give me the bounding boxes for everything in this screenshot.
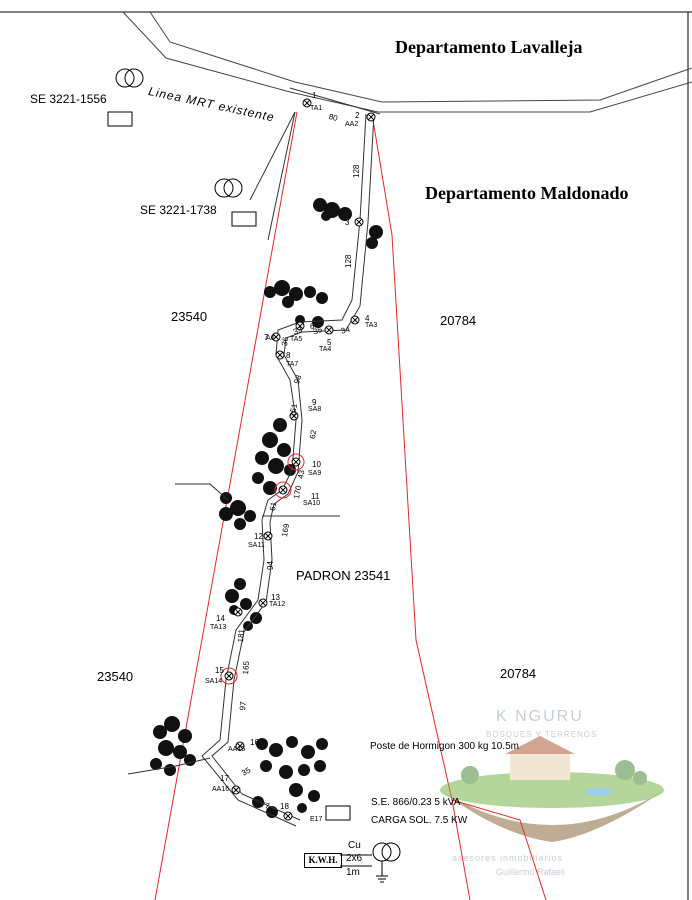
pole-marker-cross (234, 608, 242, 616)
span-length: 165 (241, 660, 252, 675)
pole-marker-cross (264, 532, 272, 540)
pole-code: AA2 (345, 121, 359, 128)
pole-code: TA13 (210, 624, 227, 631)
watermark-brand: K NGURU (496, 708, 584, 725)
substation-label: SE 3221-1556 (30, 92, 107, 106)
pole-number: 4 (365, 314, 370, 323)
pole-highlight-ring (220, 667, 238, 685)
pole-code: AA16 (212, 786, 230, 793)
pole-number: 10 (312, 460, 321, 469)
pole-number: 15 (215, 666, 224, 675)
pole-code: AA15 (228, 746, 246, 753)
pole-marker-cross (232, 786, 240, 794)
pole-marker-cross (276, 351, 284, 359)
pole-code: TA1 (310, 105, 323, 112)
span-length: 61 (268, 501, 279, 512)
pole-number: 18 (280, 802, 289, 811)
pole-number: 8 (286, 351, 291, 360)
pole-marker-cross (325, 326, 333, 334)
pole-code: TA3 (365, 322, 378, 329)
side-lines (127, 483, 340, 775)
pole-code: TA12 (269, 601, 286, 608)
pole-marker-cross (292, 458, 300, 466)
pole-number: 13 (271, 593, 280, 602)
watermark-tagline: BOSQUES Y TERRENOS (486, 730, 598, 739)
padron-label: 20784 (500, 666, 537, 681)
span-length: 62 (308, 429, 319, 440)
pole-marker-cross (351, 316, 359, 324)
pole-number: 5 (327, 338, 332, 347)
pole-marker-cross (296, 322, 304, 330)
pole-marker-cross (355, 218, 363, 226)
meter-size: 2x6 (346, 853, 363, 864)
meter-conductor: Cu (348, 840, 361, 851)
watermark-footer2: Guillermo Rafaeli (496, 867, 566, 877)
substation-symbols (107, 68, 401, 883)
span-length: 36 (280, 336, 291, 347)
span-length: 43 (296, 469, 307, 480)
property-boundaries (154, 111, 547, 900)
pole-marker-cross (236, 742, 244, 750)
pole-number: 1 (312, 91, 317, 100)
pole-spec-note: Poste de Hormigon 300 kg 10.5m (370, 741, 519, 752)
pole-number: 6 (310, 322, 315, 331)
span-length: 128 (344, 254, 353, 268)
pole-code: SA10 (303, 500, 321, 507)
pole-number: 14 (216, 614, 225, 623)
pole-code: E17 (310, 816, 323, 823)
span-length: 94 (266, 561, 275, 570)
padron-label: 23540 (171, 309, 208, 324)
pole-code: A6 (266, 335, 275, 342)
pole-marker-cross (272, 333, 280, 341)
pole-code: SA8 (308, 406, 322, 413)
padron-label: 23540 (97, 669, 134, 684)
pole-marker-cross (225, 672, 233, 680)
padron-label-main: PADRON 23541 (296, 568, 391, 583)
pole-marker-cross (279, 486, 287, 494)
span-length: 128 (352, 164, 361, 178)
department-label-lavalleja: Departamento Lavalleja (395, 37, 583, 57)
span-length: 181 (236, 628, 247, 643)
department-label-maldonado: Departamento Maldonado (425, 183, 629, 203)
pole-marker-cross (284, 812, 292, 820)
pole-markers (220, 98, 376, 821)
pole-number: 9 (312, 398, 317, 407)
pole-number: 17 (220, 774, 229, 783)
pole-highlight-ring (287, 453, 305, 471)
pole-highlight-ring (274, 481, 292, 499)
pole-number: 2 (355, 111, 360, 120)
pole-number: 12 (254, 532, 263, 541)
pole-code: TA7 (286, 361, 299, 368)
padron-label: 20784 (440, 313, 477, 328)
department-boundary-road (122, 11, 692, 113)
watermark-illustration (440, 736, 664, 842)
pole-number: 11 (311, 492, 320, 501)
pole-code: TA5 (290, 336, 303, 343)
existing-mrt-line (249, 87, 381, 241)
pole-number: 7 (264, 333, 269, 342)
pole-code: SA9 (308, 470, 322, 477)
watermark-footer: asesores inmobiliarios (452, 853, 564, 863)
span-length: 97 (238, 701, 248, 711)
kwh-meter-box: K.W.H. (304, 853, 342, 868)
pole-marker-cross (367, 113, 375, 121)
load-spec-note: CARGA SOL. 7.5 KW (371, 815, 468, 826)
pole-marker-cross (259, 599, 267, 607)
substation-spec-note: S.E. 866/0.23 5 kVA (371, 797, 461, 808)
pole-code: TA4 (319, 346, 332, 353)
pole-code: SA14 (205, 678, 223, 685)
pole-number: 3 (345, 218, 350, 227)
meter-length: 1m (346, 867, 360, 878)
tree-clusters (150, 198, 383, 818)
substation-label: SE 3221-1738 (140, 203, 217, 217)
pole-number: 16 (250, 738, 259, 747)
pole-code: SA11 (248, 542, 265, 549)
pole-marker-cross (290, 412, 298, 420)
pole-marker-cross (303, 99, 311, 107)
